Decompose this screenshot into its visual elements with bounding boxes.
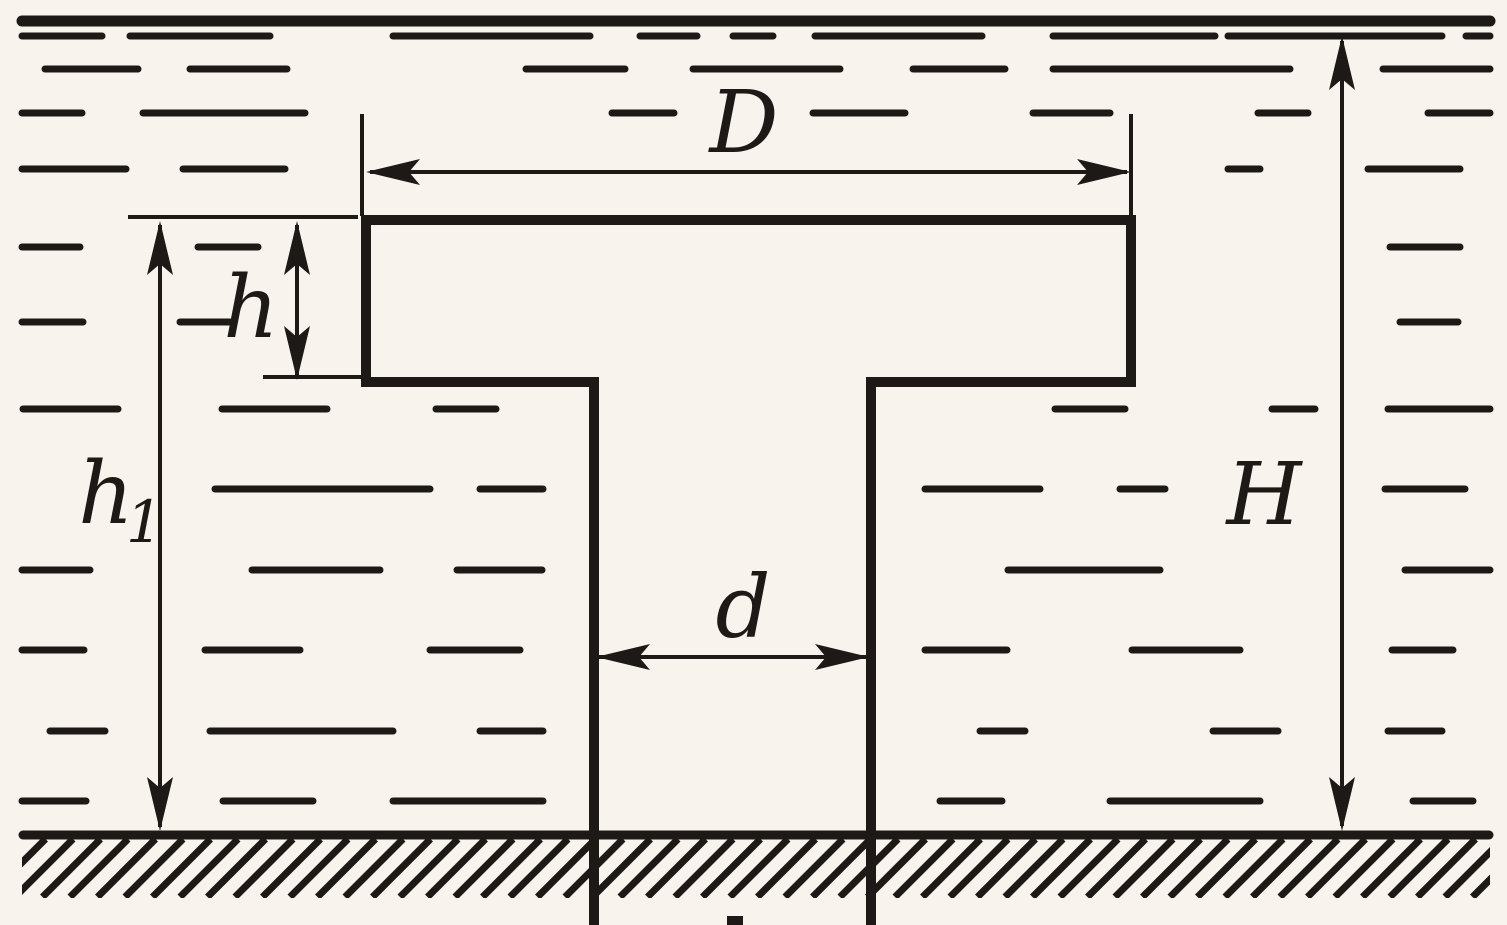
hatch-stroke <box>1415 838 1478 898</box>
hatch-stroke <box>67 838 131 898</box>
hatch-stroke <box>232 838 296 898</box>
hatch-stroke <box>452 838 516 898</box>
hatch-stroke <box>1085 838 1148 898</box>
hatch-stroke <box>755 838 818 898</box>
hatch-stroke <box>287 838 351 898</box>
hatch-stroke <box>1057 838 1121 898</box>
hatch-stroke <box>975 838 1038 898</box>
label-d: d <box>715 558 770 658</box>
hatch-stroke <box>205 838 268 898</box>
arrowhead-d-right <box>815 644 869 670</box>
liquid-texture-dashes <box>18 32 1494 805</box>
hatch-stroke <box>535 838 598 898</box>
dimension-h: h <box>128 215 362 380</box>
hatch-stroke <box>22 838 76 895</box>
dimension-D: D <box>360 73 1133 216</box>
hatch-stroke <box>1167 838 1231 898</box>
cropped-label-fragment <box>727 916 743 925</box>
hatch-stroke <box>920 838 983 898</box>
dimension-d: d <box>596 558 869 670</box>
hatch-stroke <box>425 838 488 898</box>
hatch-stroke <box>480 838 543 898</box>
label-h: h <box>223 258 278 358</box>
hatch-stroke <box>1030 838 1093 898</box>
label-D: D <box>708 73 779 173</box>
hatch-stroke <box>507 838 571 898</box>
arrowhead-D-right <box>1077 159 1131 185</box>
label-H: H <box>1225 445 1304 545</box>
hatch-stroke <box>397 838 461 898</box>
hatch-stroke <box>1250 838 1313 898</box>
hatch-stroke <box>865 838 928 898</box>
hatch-stroke <box>1360 838 1423 898</box>
hatch-stroke <box>260 838 323 898</box>
hatch-stroke <box>1222 838 1286 898</box>
hatch-stroke <box>1195 838 1258 898</box>
dimension-h1: h 1 <box>78 221 173 831</box>
hatch-stroke <box>672 838 736 898</box>
arrowhead-d-left <box>596 644 650 670</box>
t-plug-outline <box>361 215 1136 925</box>
hatch-stroke <box>177 838 241 898</box>
hatch-stroke <box>315 838 378 898</box>
arrowhead-D-left <box>366 159 420 185</box>
hatch-stroke <box>700 838 763 898</box>
hatch-stroke <box>1002 838 1066 898</box>
hatch-stroke <box>617 838 681 898</box>
arrowhead-h-bottom <box>284 326 310 380</box>
hatch-stroke <box>342 838 406 898</box>
hatch-stroke <box>727 838 791 898</box>
label-h1-base: h <box>78 444 133 544</box>
hatch-stroke <box>1332 838 1396 898</box>
hatch-stroke <box>370 838 433 898</box>
hatch-stroke <box>1305 838 1368 898</box>
hatch-stroke <box>1112 838 1176 898</box>
hatch-stroke <box>645 838 708 898</box>
arrowhead-H-bottom <box>1329 777 1355 831</box>
arrowhead-h1-bottom <box>147 777 173 831</box>
hatch-stroke <box>1470 874 1490 898</box>
ground-hatching <box>22 838 1490 898</box>
hatch-stroke <box>782 838 846 898</box>
hatch-stroke <box>122 838 186 898</box>
hatch-stroke <box>810 838 873 898</box>
arrowhead-h1-top <box>147 221 173 275</box>
hatch-stroke <box>892 838 956 898</box>
hatch-stroke <box>1277 838 1341 898</box>
hatch-stroke <box>40 838 103 898</box>
arrowhead-H-top <box>1329 36 1355 90</box>
label-h1-subscript: 1 <box>126 488 163 556</box>
hatch-stroke <box>1442 847 1490 898</box>
hatch-stroke <box>1387 838 1451 898</box>
hatch-stroke <box>22 838 48 868</box>
dimension-H: H <box>1225 36 1355 831</box>
hatch-stroke <box>95 838 158 898</box>
hatch-stroke <box>1140 838 1203 898</box>
hatch-stroke <box>590 838 653 898</box>
arrowhead-h-top <box>284 221 310 275</box>
hatch-stroke <box>150 838 213 898</box>
hatch-stroke <box>947 838 1011 898</box>
